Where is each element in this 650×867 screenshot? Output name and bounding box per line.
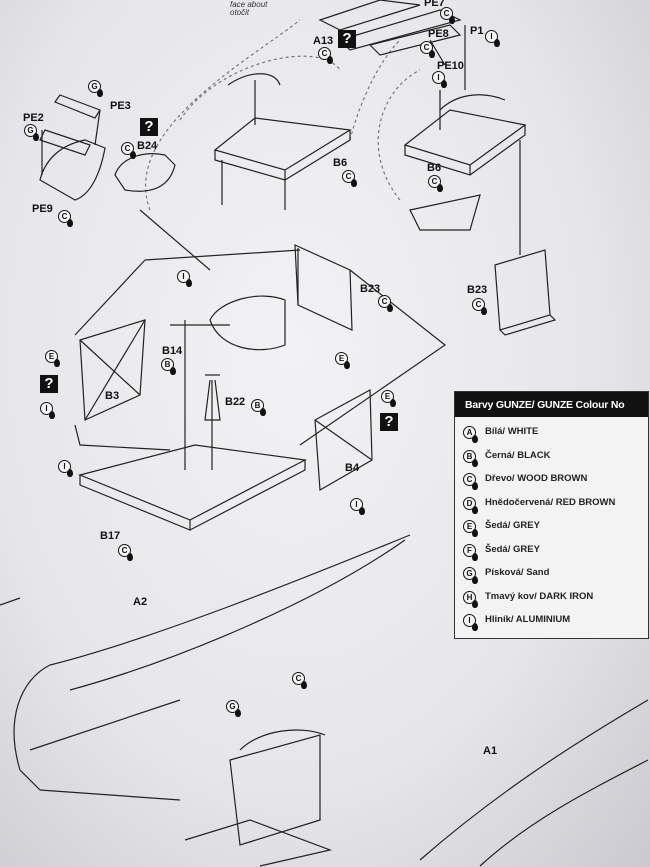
color-callout: G — [24, 124, 39, 141]
cockpit-floor-assembly — [74, 244, 447, 531]
label-pe8: PE8 — [428, 28, 449, 40]
legend-item: C Dřevo/ WOOD BROWN — [455, 470, 648, 494]
legend-item: E Šedá/ GREY — [455, 517, 648, 541]
label-pe7: PE7 — [424, 0, 445, 9]
color-callout: E — [45, 350, 60, 367]
note-otocit: otočit — [230, 8, 250, 17]
color-callout: C — [318, 47, 333, 64]
color-code: E — [463, 520, 478, 537]
label-pe2: PE2 — [23, 112, 44, 124]
legend-item: D Hnědočervená/ RED BROWN — [455, 494, 648, 518]
label-p1: P1 — [470, 25, 484, 37]
color-callout: B — [161, 358, 176, 375]
legend-title: Barvy GUNZE/ GUNZE Colour No — [455, 392, 648, 417]
color-callout: I — [177, 270, 192, 287]
label-b17: B17 — [100, 530, 121, 542]
color-code: B — [463, 449, 478, 467]
color-callout: I — [432, 71, 447, 88]
legend-label: Šedá/ GREY — [485, 520, 540, 531]
legend-label: Hnědočervená/ RED BROWN — [485, 496, 616, 508]
legend-label: Bílá/ WHITE — [485, 426, 539, 437]
label-b14: B14 — [162, 345, 183, 357]
label-b22: B22 — [225, 396, 246, 408]
color-callout: C — [292, 672, 307, 689]
legend-label: Hliník/ ALUMINIUM — [485, 614, 571, 625]
label-a2: A2 — [133, 596, 148, 608]
color-callout: C — [342, 170, 357, 187]
legend-label: Tmavý kov/ DARK IRON — [485, 590, 594, 602]
label-b24: B24 — [137, 140, 158, 152]
colour-legend: Barvy GUNZE/ GUNZE Colour No A Bílá/ WHIT… — [454, 391, 649, 639]
color-callout: C — [472, 298, 487, 315]
left-parts — [39, 94, 211, 271]
question-icon: ? — [380, 413, 398, 431]
color-callout: E — [381, 390, 396, 407]
color-callout: I — [58, 460, 73, 477]
color-callout: I — [40, 402, 55, 419]
seat-panels — [213, 90, 557, 336]
color-callout: G — [226, 700, 241, 717]
color-callout: B — [251, 399, 266, 416]
label-b4: B4 — [345, 462, 360, 474]
color-callout: G — [88, 80, 103, 97]
fuselage — [0, 534, 649, 867]
label-b23: B23 — [467, 284, 488, 296]
legend-label: Dřevo/ WOOD BROWN — [485, 473, 588, 484]
legend-item: A Bílá/ WHITE — [455, 423, 648, 447]
question-icon: ? — [338, 30, 356, 48]
legend-item: B Černá/ BLACK — [455, 447, 648, 471]
legend-label: Černá/ BLACK — [485, 449, 551, 461]
legend-item: F Šedá/ GREY — [455, 541, 648, 565]
color-code: I — [463, 614, 478, 631]
color-code: A — [463, 426, 478, 443]
label-b3: B3 — [105, 390, 120, 402]
note-face-about: face about — [230, 0, 268, 9]
color-callout: C — [58, 210, 73, 227]
color-code: G — [463, 567, 478, 584]
color-callout: I — [485, 30, 500, 47]
question-icon: ? — [140, 118, 158, 136]
question-icon: ? — [40, 375, 58, 393]
color-callout: I — [350, 498, 365, 515]
label-pe10: PE10 — [437, 60, 464, 72]
label-b6: B6 — [333, 157, 348, 169]
color-callout: C — [118, 544, 133, 561]
color-code: C — [463, 473, 478, 490]
label-a13: A13 — [313, 35, 334, 47]
label-pe9: PE9 — [32, 203, 53, 215]
curved-guide-lines — [144, 19, 421, 211]
color-callout: E — [335, 352, 350, 369]
legend-item: I Hliník/ ALUMINIUM — [455, 611, 648, 635]
legend-label: Písková/ Sand — [485, 567, 550, 578]
color-callout: C — [440, 7, 455, 24]
label-b6: B6 — [427, 162, 442, 174]
legend-item: H Tmavý kov/ DARK IRON — [455, 588, 648, 612]
legend-item: G Písková/ Sand — [455, 564, 648, 588]
label-a1: A1 — [483, 745, 498, 757]
color-code: H — [463, 590, 478, 608]
color-callout: C — [121, 142, 136, 159]
color-callout: C — [420, 41, 435, 58]
color-callout: C — [428, 175, 443, 192]
legend-label: Šedá/ GREY — [485, 543, 540, 555]
label-b23: B23 — [360, 283, 381, 295]
label-pe3: PE3 — [110, 100, 131, 112]
color-code: D — [463, 496, 478, 514]
color-code: F — [463, 543, 478, 561]
color-callout: C — [378, 295, 393, 312]
